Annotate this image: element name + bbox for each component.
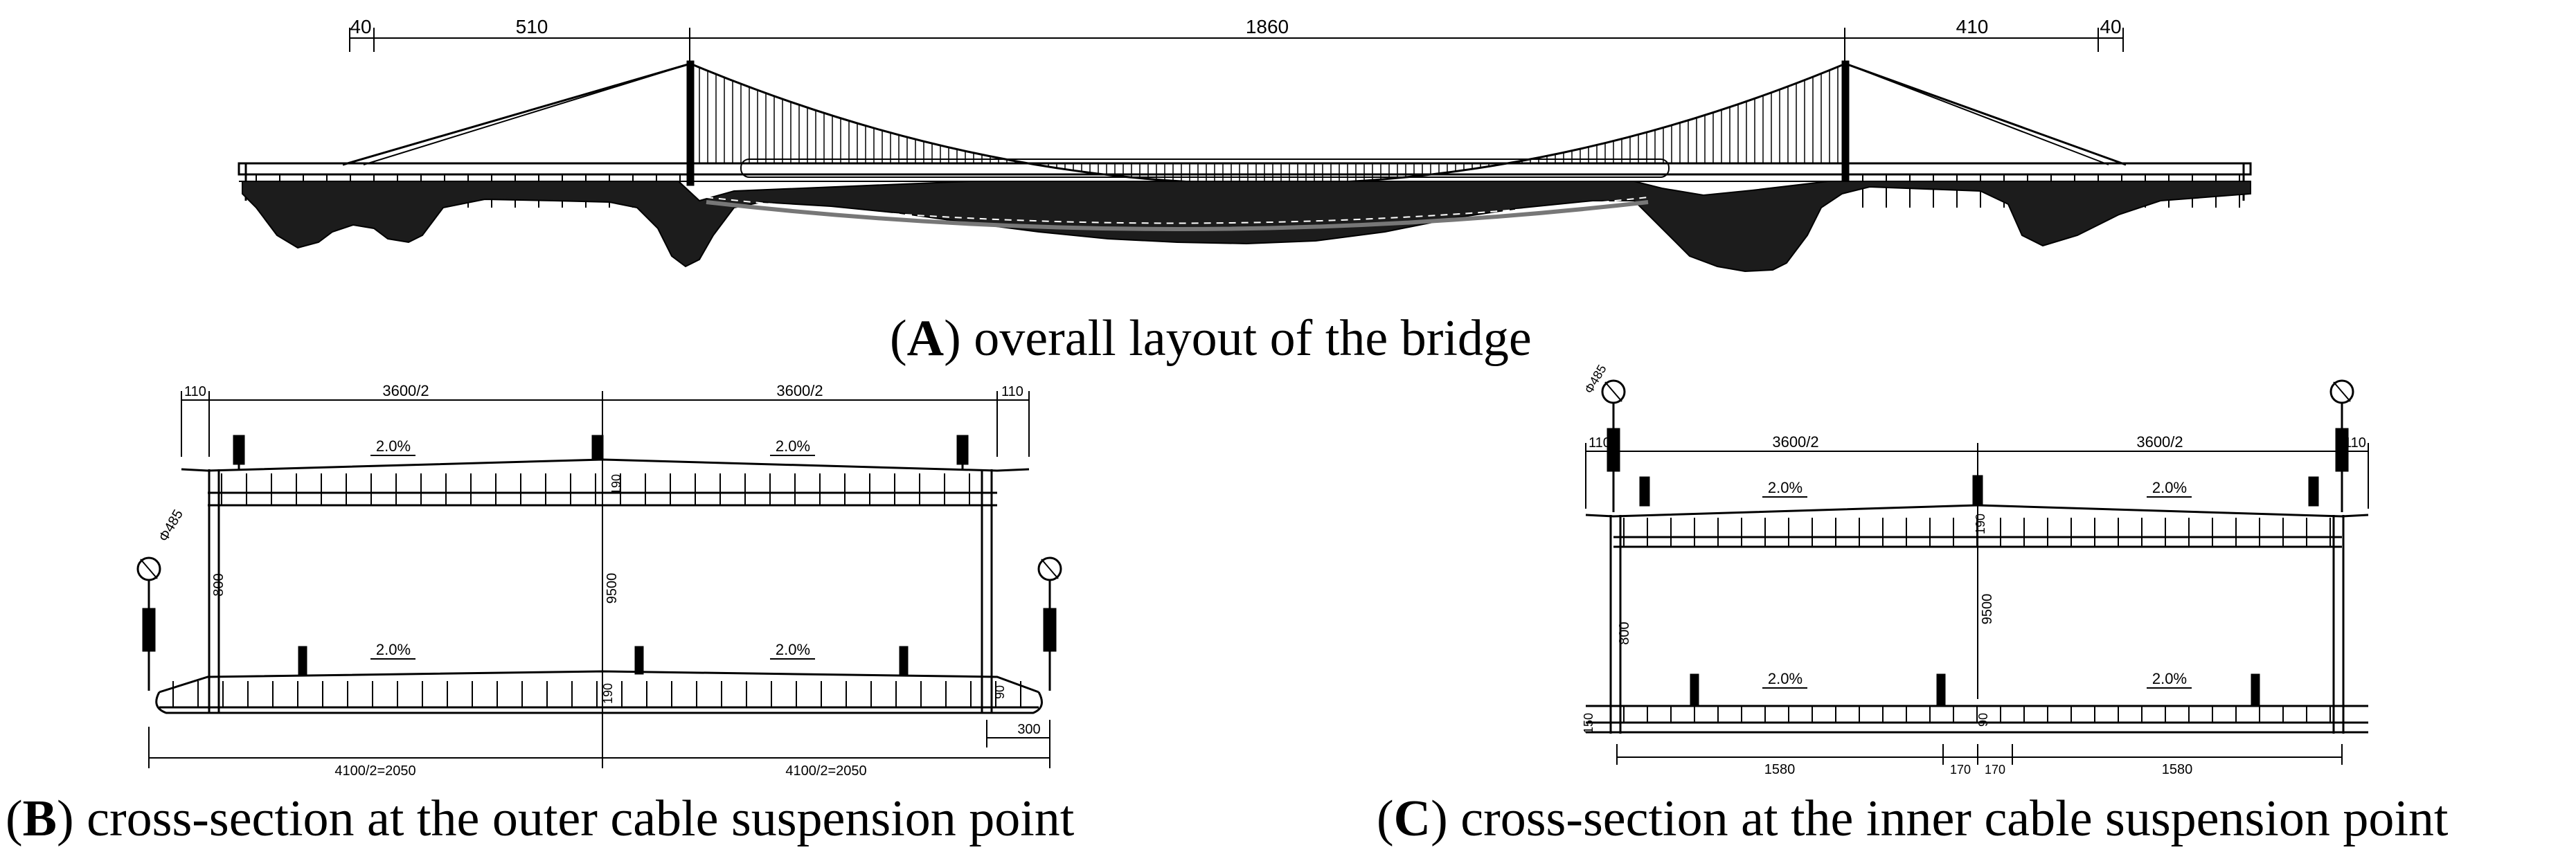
b-slope-top-left: 2.0% — [376, 437, 411, 455]
b-height-total: 9500 — [605, 573, 620, 604]
caption-b-text: cross-section at the outer cable suspens… — [87, 790, 1075, 847]
b-height-bottom: 190 — [601, 683, 615, 704]
main-cable — [690, 62, 1846, 185]
c-dim-top-right: 3600/2 — [2136, 433, 2183, 451]
deck — [238, 162, 2252, 176]
c-height-side: 800 — [1617, 622, 1632, 644]
b-height-right: 90 — [993, 685, 1007, 699]
caption-b: (B) cross-section at the outer cable sus… — [6, 790, 1075, 847]
c-height-top: 190 — [1974, 514, 1987, 534]
outer-cable-left — [136, 556, 161, 691]
b-dim-bottom-right: 4100/2=2050 — [785, 763, 866, 779]
b-dim-110-left: 110 — [184, 384, 206, 399]
b-dim-bottom-left: 4100/2=2050 — [334, 763, 415, 779]
panel-b-cross-section — [136, 391, 1062, 768]
outer-cable-right — [1037, 556, 1062, 691]
inner-cable-left — [1601, 379, 1626, 512]
left-tower — [686, 60, 695, 186]
c-dim-170-left: 170 — [1950, 763, 1971, 777]
c-height-left: 150 — [1582, 713, 1595, 734]
b-dim-top-left: 3600/2 — [382, 382, 429, 399]
panel-a-bridge-elevation — [238, 28, 2252, 273]
b-dim-110-right: 110 — [1001, 384, 1023, 399]
caption-a-letter: A — [906, 310, 945, 367]
c-slope-top-left: 2.0% — [1768, 479, 1803, 496]
c-slope-bottom-right: 2.0% — [2152, 670, 2187, 687]
c-cable-label: Φ485 — [1582, 363, 1609, 396]
terrain — [242, 181, 2251, 273]
dim-a-410: 410 — [1956, 16, 1989, 37]
caption-a-text: overall layout of the bridge — [974, 310, 1532, 367]
caption-a: (A) overall layout of the bridge — [890, 310, 1532, 367]
left-backstay — [342, 62, 691, 166]
caption-c: (C) cross-section at the inner cable sus… — [1377, 790, 2449, 847]
c-dim-170-right: 170 — [1985, 763, 2005, 777]
right-backstay — [1845, 62, 2127, 166]
dim-a-510: 510 — [516, 16, 548, 37]
c-slope-top-right: 2.0% — [2152, 479, 2187, 496]
b-slope-top-right: 2.0% — [776, 437, 810, 455]
b-height-side: 800 — [211, 573, 226, 596]
caption-c-text: cross-section at the inner cable suspens… — [1460, 790, 2449, 847]
c-height-bottom: 90 — [1976, 713, 1990, 727]
c-dim-top-left: 3600/2 — [1772, 433, 1818, 451]
b-dim-top-right: 3600/2 — [776, 382, 823, 399]
dim-a-40-left: 40 — [350, 16, 371, 37]
c-dim-1580-left: 1580 — [1764, 762, 1796, 777]
caption-c-letter: C — [1393, 790, 1431, 847]
c-dim-1580-right: 1580 — [2162, 762, 2193, 777]
dim-a-40-right: 40 — [2100, 16, 2121, 37]
hangers — [699, 66, 1839, 184]
b-dim-300: 300 — [1017, 722, 1040, 737]
b-height-top: 190 — [609, 474, 623, 495]
c-slope-bottom-left: 2.0% — [1768, 670, 1803, 687]
inner-cable-right — [2329, 379, 2354, 512]
dim-a-1860: 1860 — [1246, 16, 1289, 37]
right-tower — [1841, 60, 1850, 186]
panel-c-cross-section — [1585, 379, 2369, 765]
caption-b-letter: B — [22, 790, 57, 847]
c-dim-110-left: 110 — [1589, 435, 1611, 451]
b-slope-bottom-right: 2.0% — [776, 641, 810, 658]
b-slope-bottom-left: 2.0% — [376, 641, 411, 658]
b-cable-label: Φ485 — [156, 507, 186, 545]
c-height-total: 9500 — [1980, 594, 1995, 625]
c-dim-110-right: 110 — [2344, 435, 2366, 451]
